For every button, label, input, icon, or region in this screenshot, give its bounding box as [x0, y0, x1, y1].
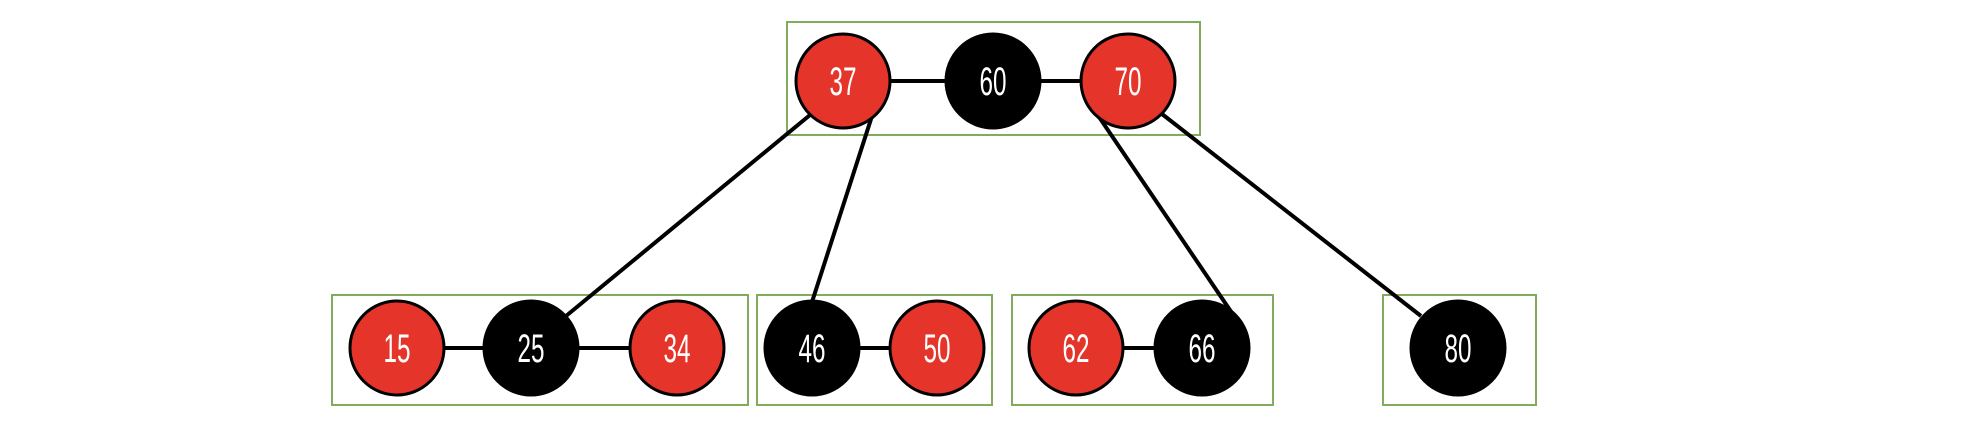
- node-circle-80: [1409, 299, 1507, 397]
- node-circle-15: [348, 299, 446, 397]
- tree-edge-70-80: [1160, 112, 1423, 318]
- node-group-root-37-60-70: [786, 21, 1201, 136]
- node-circle-34: [628, 299, 726, 397]
- tree-node-25: 25: [482, 299, 580, 397]
- tree-node-62: 62: [1027, 299, 1125, 397]
- node-circle-70: [1079, 32, 1177, 130]
- node-label-60: 60: [980, 60, 1007, 104]
- node-label-66: 66: [1189, 327, 1216, 371]
- tree-node-15: 15: [348, 299, 446, 397]
- node-circle-50: [888, 299, 986, 397]
- node-label-25: 25: [518, 327, 545, 371]
- node-label-37: 37: [830, 60, 857, 104]
- tree-node-37: 37: [794, 32, 892, 130]
- tree-edge-70-66: [1095, 112, 1236, 318]
- tree-node-46: 46: [763, 299, 861, 397]
- node-label-46: 46: [799, 327, 826, 371]
- node-label-34: 34: [664, 327, 691, 371]
- node-circle-25: [482, 299, 580, 397]
- node-group-leaf-46-50: [756, 294, 993, 406]
- node-label-62: 62: [1063, 327, 1090, 371]
- tree-node-60: 60: [944, 32, 1042, 130]
- node-group-leaf-80: [1382, 294, 1537, 406]
- tree-node-66: 66: [1153, 299, 1251, 397]
- node-circle-60: [944, 32, 1042, 130]
- tree-node-50: 50: [888, 299, 986, 397]
- node-circle-66: [1153, 299, 1251, 397]
- node-group-leaf-15-25-34: [331, 294, 749, 406]
- tree-node-34: 34: [628, 299, 726, 397]
- node-group-leaf-62-66: [1011, 294, 1274, 406]
- node-label-70: 70: [1115, 60, 1142, 104]
- node-circle-37: [794, 32, 892, 130]
- node-circle-46: [763, 299, 861, 397]
- tree-node-70: 70: [1079, 32, 1177, 130]
- tree-edge-37-25: [564, 113, 812, 318]
- node-label-80: 80: [1445, 327, 1472, 371]
- node-label-15: 15: [384, 327, 411, 371]
- node-circle-62: [1027, 299, 1125, 397]
- tree-node-80: 80: [1409, 299, 1507, 397]
- tree-edge-37-46: [810, 115, 874, 303]
- node-label-50: 50: [924, 327, 951, 371]
